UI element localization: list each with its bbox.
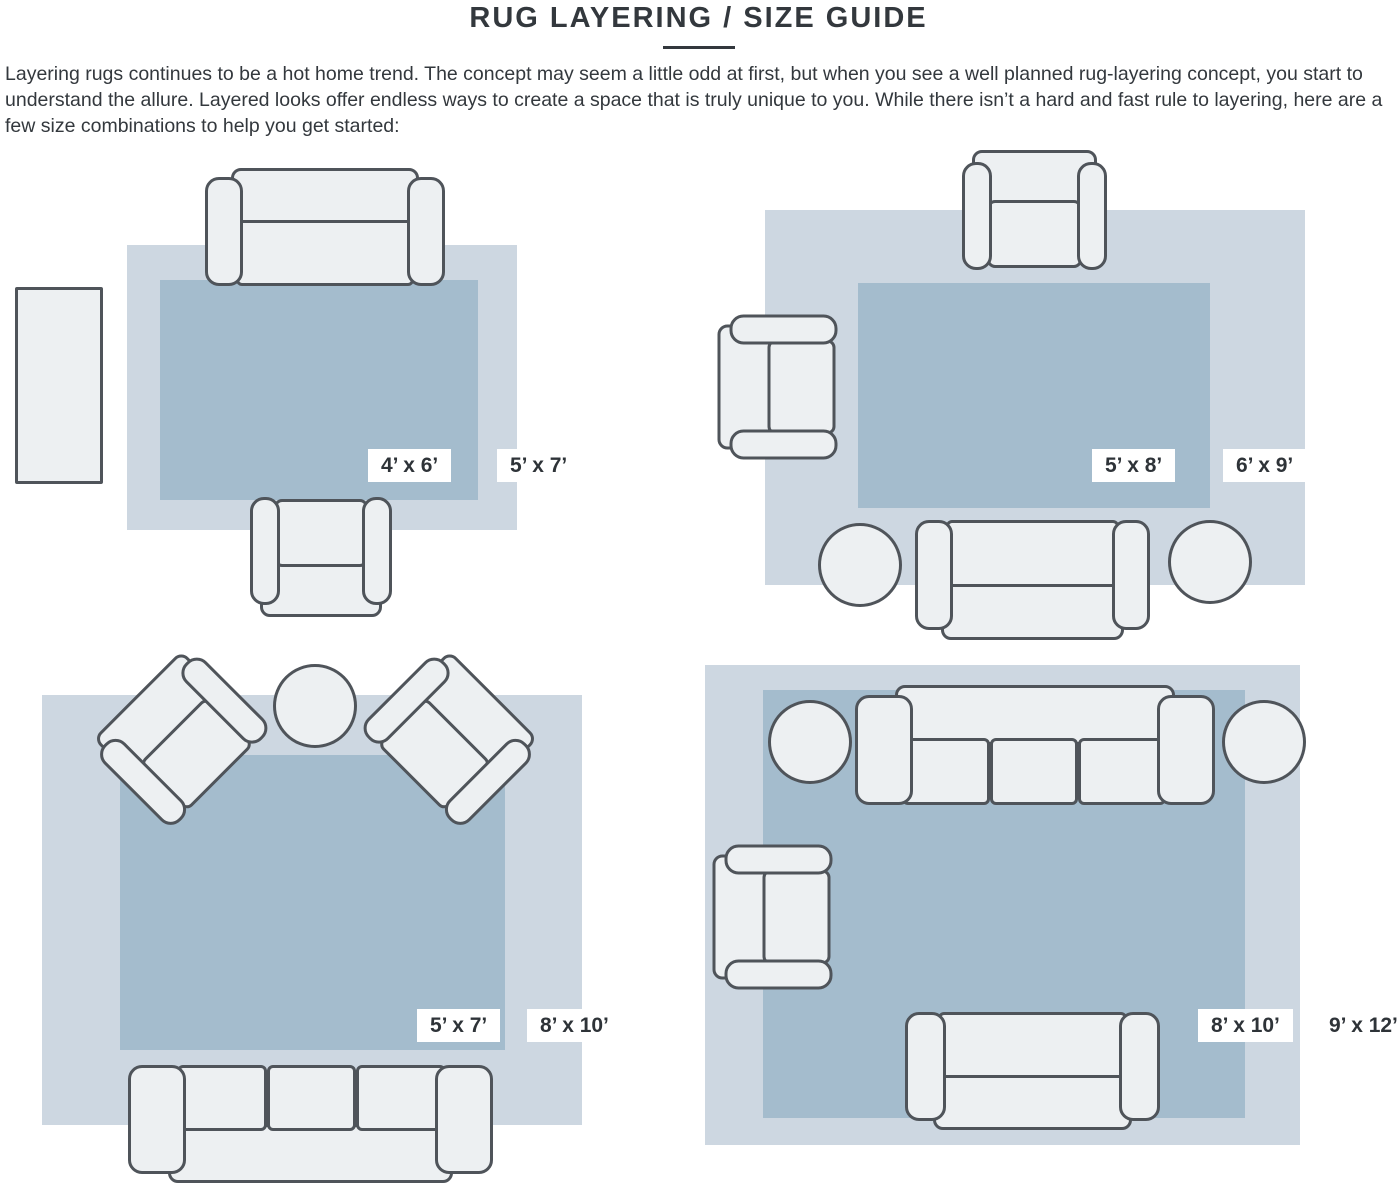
round-ottoman (1168, 520, 1252, 604)
round-ottoman (818, 523, 902, 607)
round-table (768, 700, 852, 784)
inner-rug-size-label: 5’ x 8’ (1092, 449, 1176, 483)
title-underline (662, 46, 735, 49)
armchair (717, 314, 838, 460)
round-table (1222, 700, 1306, 784)
outer-rug-size-label: 5’ x 7’ (497, 449, 581, 483)
page-title: RUG LAYERING / SIZE GUIDE (469, 2, 928, 34)
sofa (905, 1012, 1160, 1130)
outer-rug-size-label: 6’ x 9’ (1223, 449, 1307, 483)
side-table (15, 287, 103, 484)
armchair (962, 150, 1107, 270)
outer-rug-size-label: 9’ x 12’ (1316, 1009, 1397, 1043)
three-seat-sofa (128, 1065, 493, 1183)
round-table (273, 664, 357, 748)
armchair (712, 844, 833, 990)
inner-rug-size-label: 8’ x 10’ (1198, 1009, 1293, 1043)
armchair (250, 497, 392, 617)
sofa (915, 520, 1150, 640)
inner-rug-size-label: 4’ x 6’ (368, 449, 452, 483)
three-seat-sofa (855, 685, 1215, 805)
intro-paragraph: Layering rugs continues to be a hot home… (5, 63, 1383, 137)
sofa (205, 168, 445, 286)
inner-rug-size-label: 5’ x 7’ (417, 1009, 501, 1043)
outer-rug-size-label: 8’ x 10’ (527, 1009, 622, 1043)
